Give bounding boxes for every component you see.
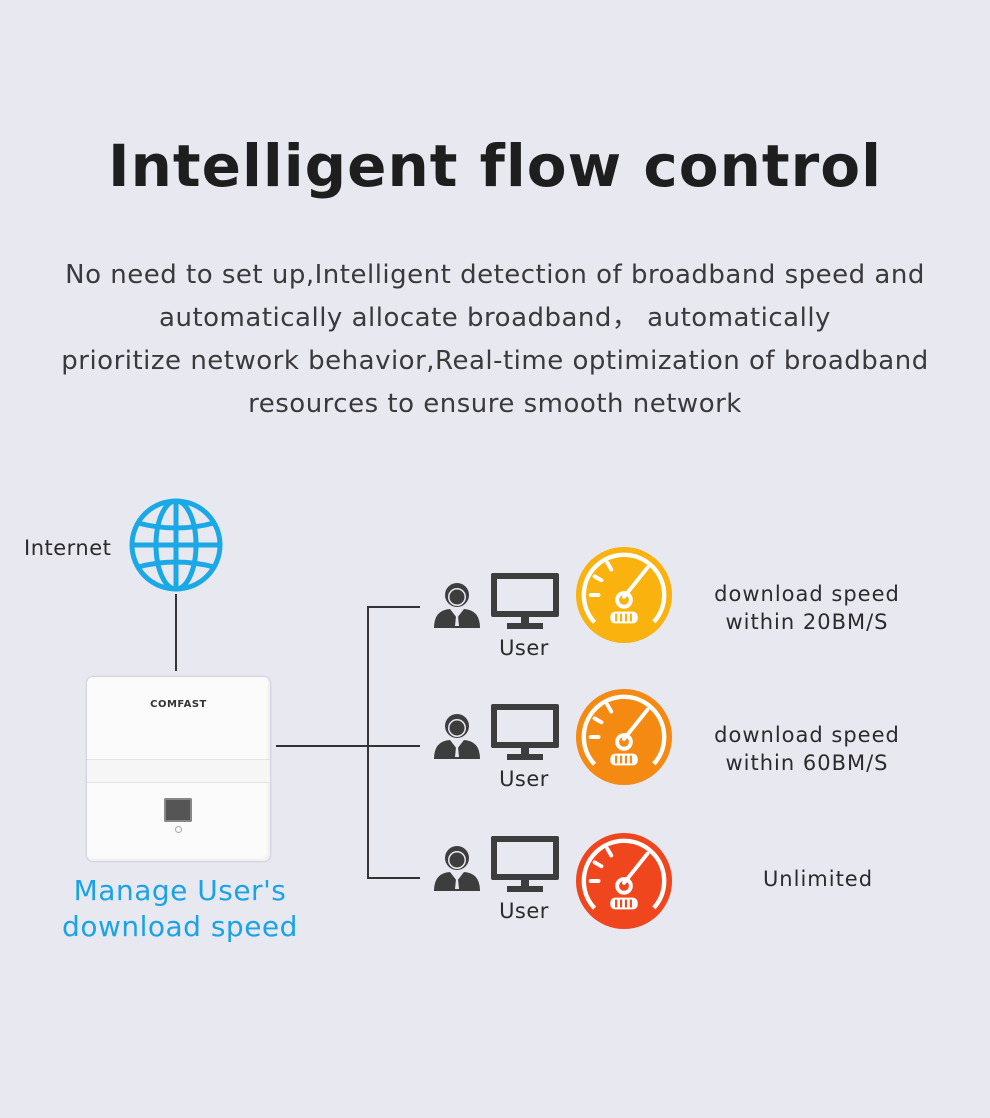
speed-limit-line: download speed <box>714 582 900 606</box>
manage-label: Manage User's download speed <box>40 873 320 945</box>
speed-limit-line: download speed <box>714 723 900 747</box>
description-line: resources to ensure smooth network <box>248 389 742 419</box>
device-brand-logo: COMFAST <box>150 699 207 710</box>
speedometer-icon <box>575 546 673 644</box>
speed-limit-line: within 60BM/S <box>725 751 889 775</box>
user-label: User <box>499 899 549 923</box>
monitor-icon <box>491 836 559 892</box>
speed-limit-label: download speed within 20BM/S <box>697 580 917 636</box>
manage-label-line: download speed <box>62 910 298 943</box>
description-line: prioritize network behavior,Real-time op… <box>61 346 929 376</box>
person-icon <box>434 583 480 628</box>
user-label: User <box>499 636 549 660</box>
description-line: automatically allocate broadband， automa… <box>159 303 831 333</box>
speedometer-icon <box>575 832 673 930</box>
speed-limit-label: download speed within 60BM/S <box>697 721 917 777</box>
ethernet-port-icon <box>164 798 192 822</box>
connector-line <box>175 594 177 671</box>
wall-access-point-device: COMFAST <box>87 677 270 861</box>
internet-label: Internet <box>24 536 112 560</box>
speedometer-icon <box>575 688 673 786</box>
person-icon <box>434 714 480 759</box>
monitor-icon <box>491 704 559 760</box>
led-indicator <box>175 826 182 833</box>
monitor-icon <box>491 573 559 629</box>
globe-icon <box>129 498 223 592</box>
speed-limit-line: Unlimited <box>762 867 874 891</box>
speed-limit-line: within 20BM/S <box>725 610 889 634</box>
user-label: User <box>499 767 549 791</box>
speed-limit-label: Unlimited <box>708 865 928 893</box>
connector-line <box>367 606 420 608</box>
description-line: No need to set up,Intelligent detection … <box>65 260 925 290</box>
page-title: Intelligent flow control <box>108 132 882 200</box>
manage-label-line: Manage User's <box>73 874 287 907</box>
connector-line <box>367 877 420 879</box>
description: No need to set up,Intelligent detection … <box>20 254 970 426</box>
person-icon <box>434 846 480 891</box>
connector-line <box>367 606 369 879</box>
device-divider <box>87 759 270 783</box>
connector-line <box>276 745 420 747</box>
